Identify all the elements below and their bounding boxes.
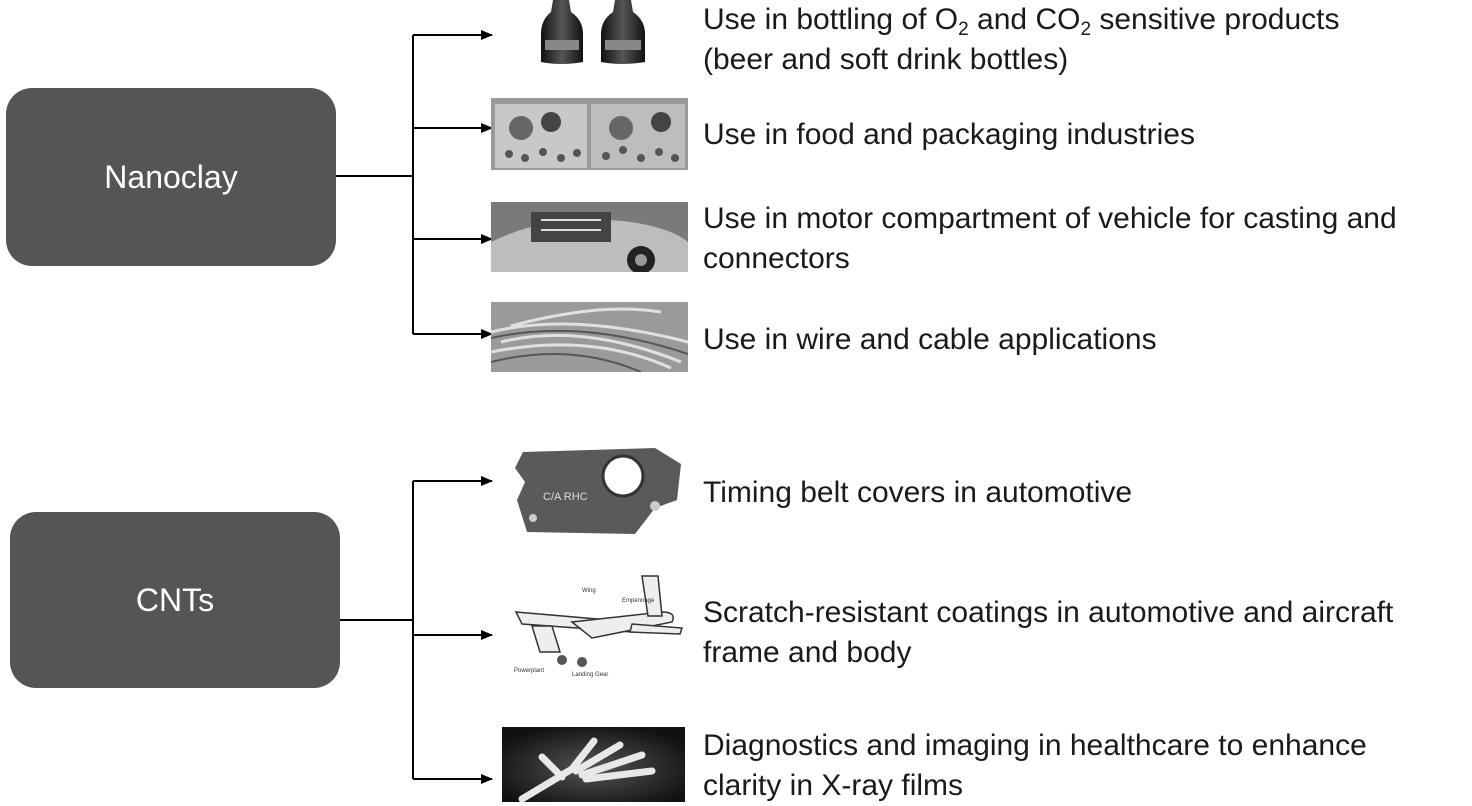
nanoclay-item-1-text: Use in bottling of O2 and CO2 sensitive … bbox=[703, 0, 1339, 80]
svg-text:Landing Gear: Landing Gear bbox=[572, 672, 608, 678]
nanoclay-item-3-line2: connectors bbox=[703, 242, 850, 275]
cnts-item-3-line1: Diagnostics and imaging in healthcare to… bbox=[703, 729, 1367, 762]
vehicle-engine-image bbox=[491, 202, 688, 272]
svg-text:Wing: Wing bbox=[582, 588, 596, 594]
cnts-box: CNTs bbox=[10, 512, 340, 688]
cnts-item-1-text: Timing belt covers in automotive bbox=[703, 473, 1132, 513]
xray-hand-image bbox=[502, 727, 685, 802]
nanoclay-label: Nanoclay bbox=[104, 158, 238, 195]
nanoclay-item-4-line1: Use in wire and cable applications bbox=[703, 323, 1157, 356]
cnts-label: CNTs bbox=[135, 581, 215, 618]
svg-text:Empennage: Empennage bbox=[622, 598, 655, 604]
cnts-item-3-text: Diagnostics and imaging in healthcare to… bbox=[703, 726, 1367, 806]
cnts-item-2-text: Scratch-resistant coatings in automotive… bbox=[703, 593, 1393, 673]
cnts-item-2-line1: Scratch-resistant coatings in automotive… bbox=[703, 596, 1394, 629]
nanoclay-item-2-text: Use in food and packaging industries bbox=[703, 115, 1195, 155]
nanoclay-item-3-text: Use in motor compartment of vehicle for … bbox=[703, 199, 1397, 279]
svg-text:C/A RHC: C/A RHC bbox=[543, 491, 588, 503]
nanoclay-item-3-line1: Use in motor compartment of vehicle for … bbox=[703, 202, 1397, 235]
timing-belt-cover-image: C/A RHC bbox=[505, 448, 687, 536]
svg-text:Powerplant: Powerplant bbox=[514, 668, 544, 674]
cnts-item-3-line2: clarity in X-ray films bbox=[703, 769, 964, 802]
nanoclay-item-1-line1: Use in bottling of O2 and CO2 sensitive … bbox=[703, 3, 1340, 40]
food-packaging-image bbox=[491, 98, 688, 170]
bottles-image bbox=[535, 0, 663, 66]
cnts-item-2-line2: frame and body bbox=[703, 636, 912, 669]
nanoclay-item-2-line1: Use in food and packaging industries bbox=[703, 118, 1195, 151]
cnts-item-1-line1: Timing belt covers in automotive bbox=[703, 476, 1133, 509]
nanoclay-item-4-text: Use in wire and cable applications bbox=[703, 320, 1157, 360]
wire-cable-image bbox=[491, 302, 688, 372]
nanoclay-box: Nanoclay bbox=[6, 88, 336, 266]
nanoclay-item-1-line2: (beer and soft drink bottles) bbox=[703, 43, 1069, 76]
